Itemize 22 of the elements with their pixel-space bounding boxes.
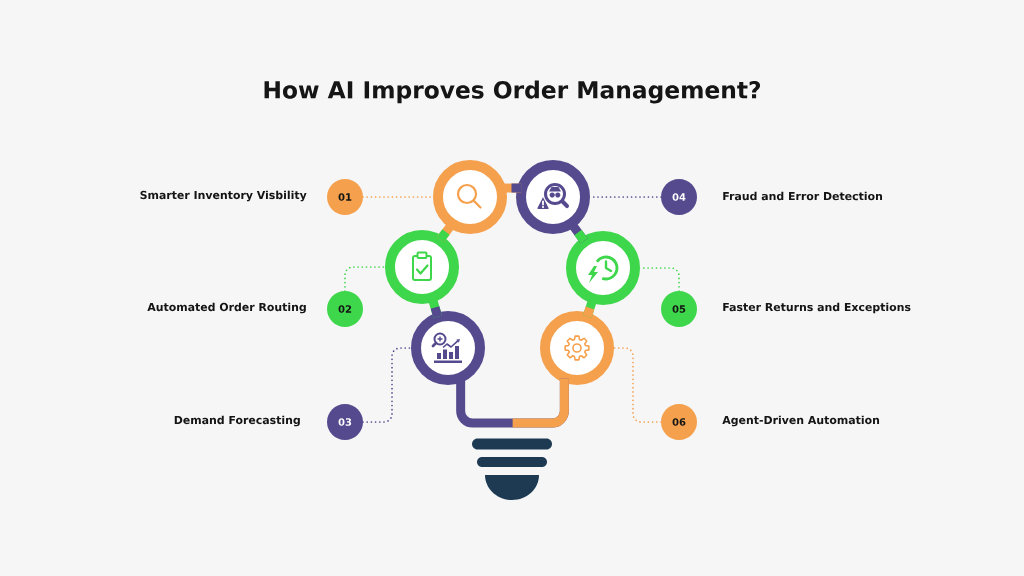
number-badge: 05 (661, 291, 697, 327)
item-label: Faster Returns and Exceptions (723, 302, 911, 314)
bulb-line (501, 183, 522, 193)
bulb-line (582, 298, 598, 318)
bulb-line (456, 378, 569, 428)
leader-line (344, 266, 386, 292)
number-badge: 06 (661, 404, 697, 440)
number-badge: 04 (661, 179, 697, 215)
item-label: Fraud and Error Detection (723, 191, 882, 201)
leader-line (362, 347, 412, 423)
leader-line (613, 347, 662, 423)
bulb-line (428, 297, 442, 318)
title: How AI Improves Order Management? (264, 80, 761, 104)
number-badge: 01 (327, 179, 363, 215)
number-badge: 03 (327, 404, 363, 440)
leader-line (362, 196, 434, 198)
item-label: Smarter Inventory Visbility (140, 190, 307, 202)
item-label: Demand Forecasting (174, 415, 300, 427)
bulb-line (568, 221, 588, 244)
item-label: Automated Order Routing (147, 302, 306, 314)
item-label: Agent-Driven Automation (722, 415, 880, 427)
number-badge: 02 (327, 291, 363, 327)
